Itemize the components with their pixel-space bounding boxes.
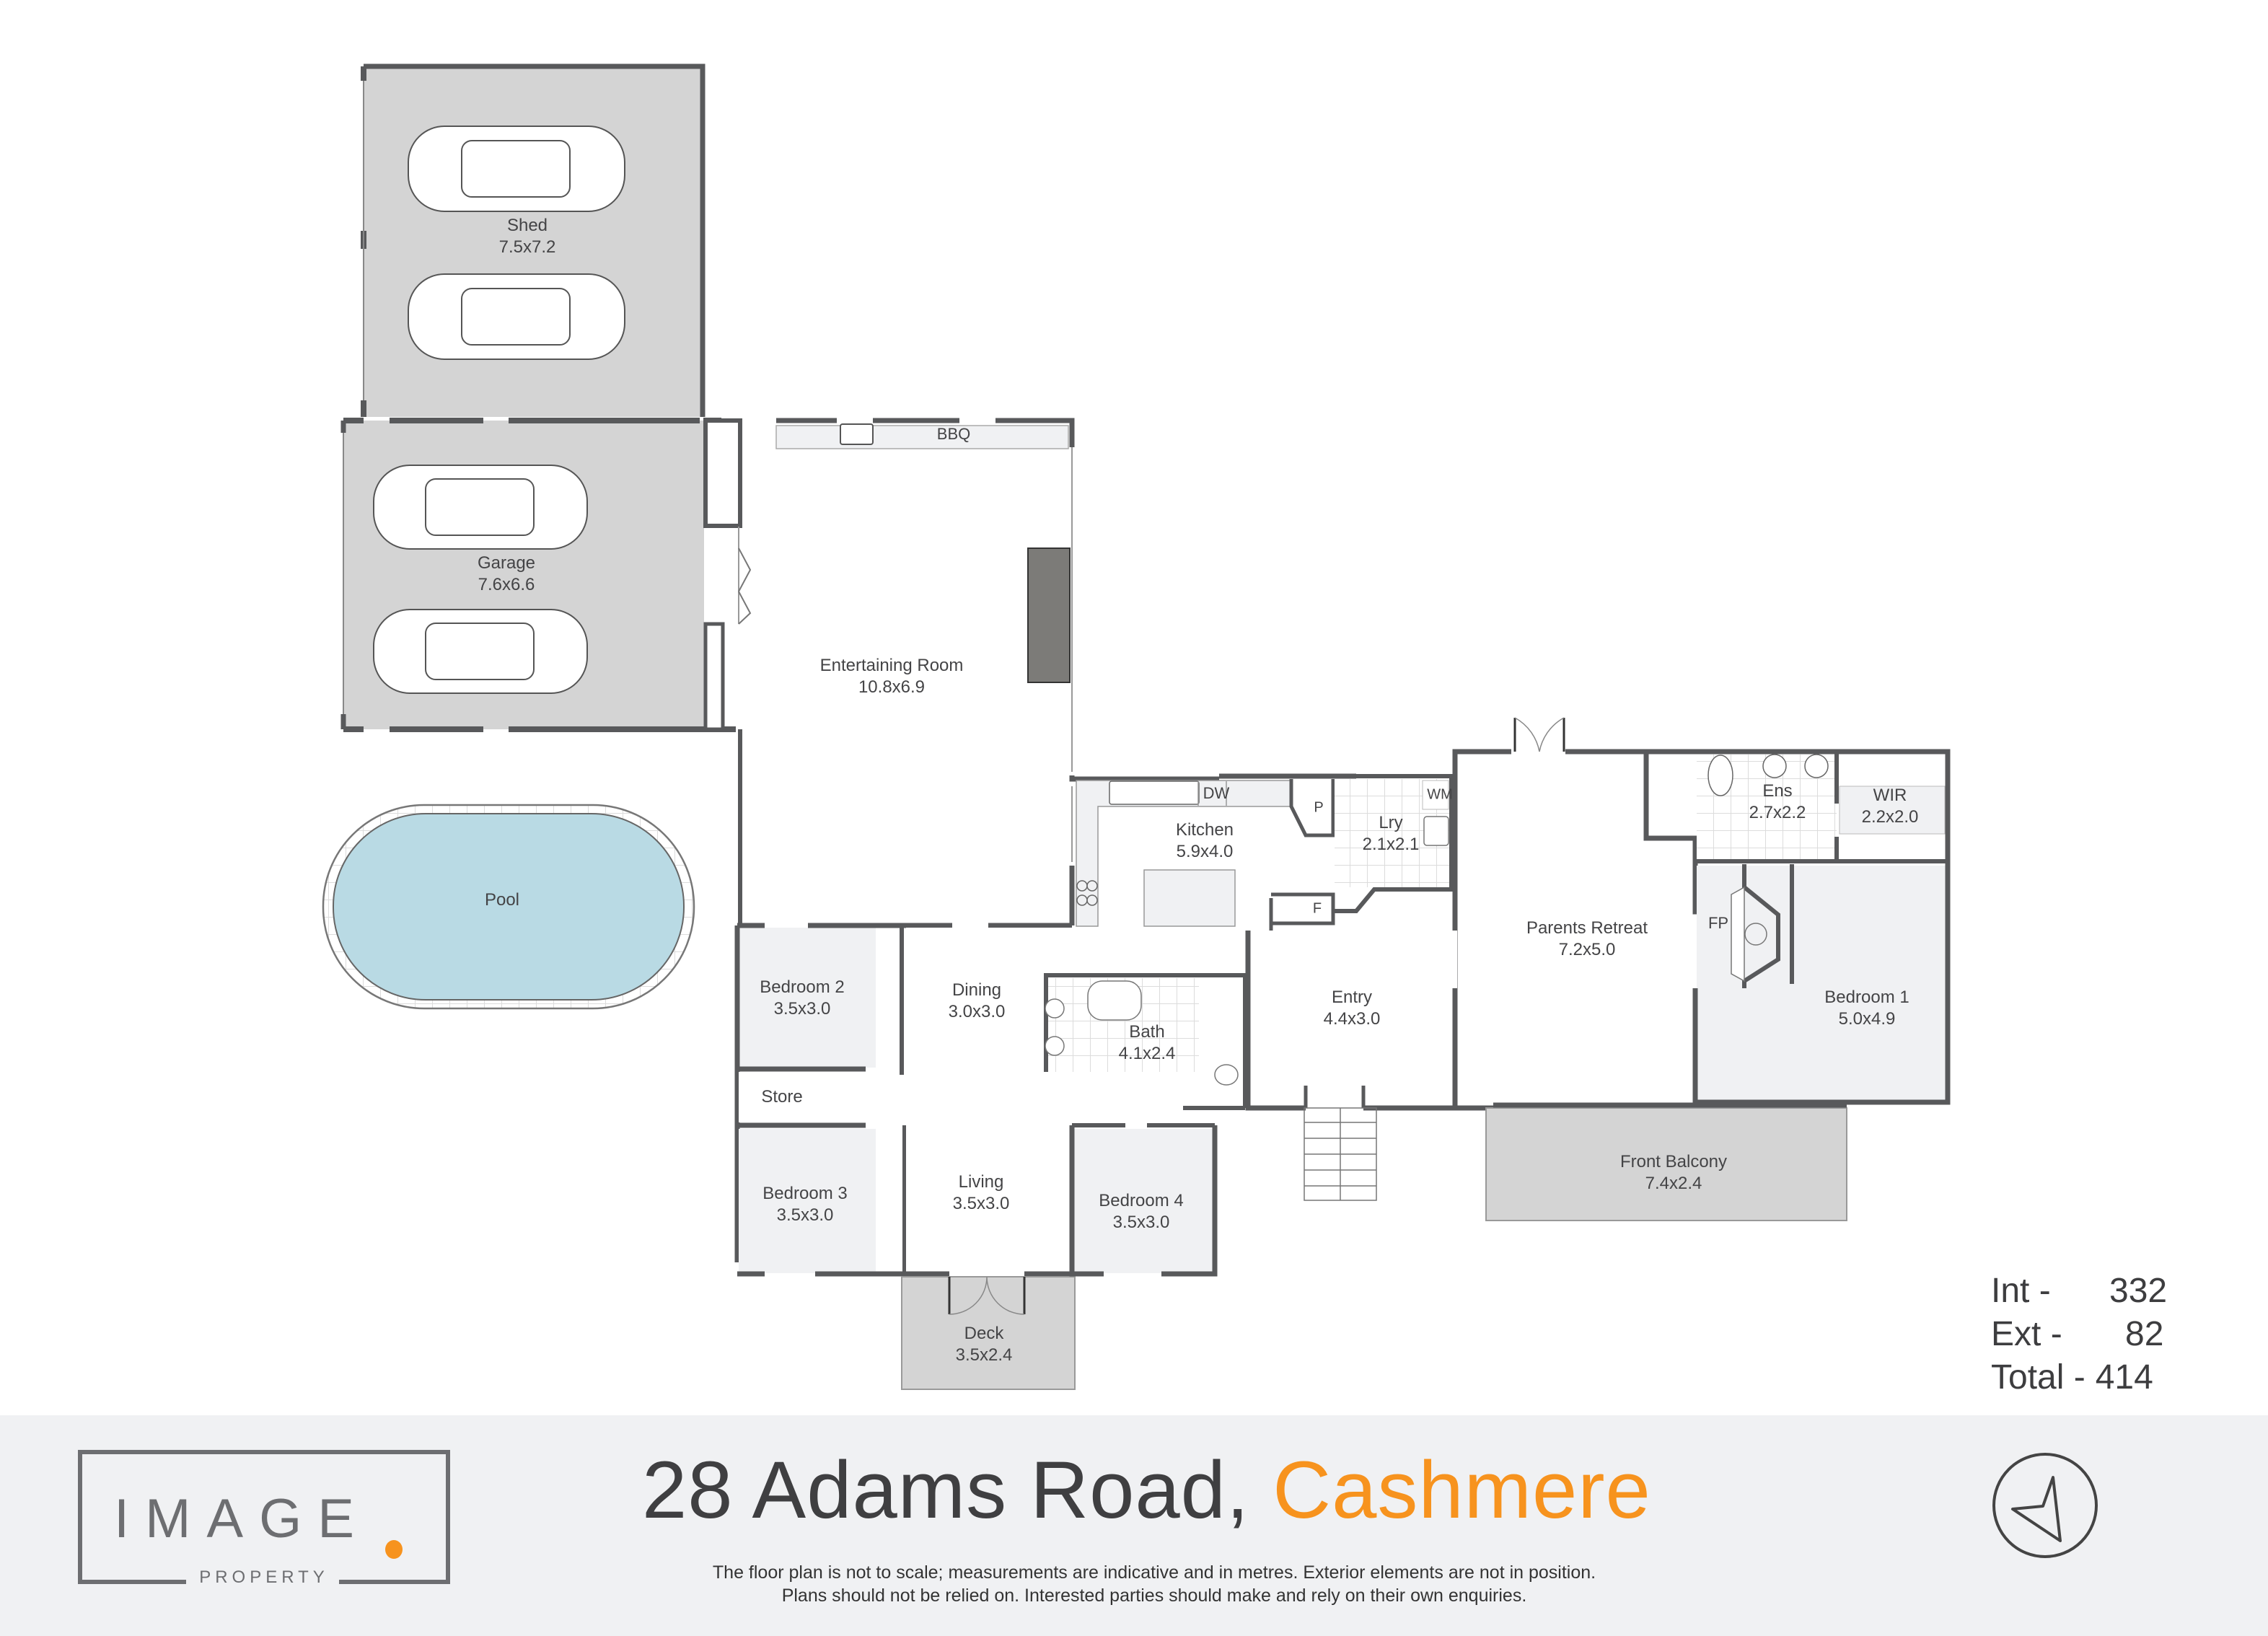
store-room — [737, 1072, 866, 1128]
fireplace-label: FP — [1707, 914, 1729, 932]
north-arrow-icon — [1992, 1453, 2098, 1558]
ensuite-room — [1646, 749, 1951, 863]
logo-frame-right-bottom — [339, 1580, 450, 1584]
property-address: 28 Adams Road, Cashmere — [642, 1440, 1651, 1541]
disclaimer-line-1: The floor plan is not to scale; measurem… — [712, 1562, 1596, 1583]
bbq-label: BBQ — [936, 425, 971, 443]
entry-room — [1245, 931, 1493, 1111]
logo-frame — [78, 1450, 450, 1581]
car-icon — [373, 126, 625, 694]
logo-dot-icon — [385, 1540, 403, 1559]
front-balcony — [1485, 1102, 1847, 1221]
logo-subtitle: PROPERTY — [199, 1567, 329, 1587]
total-area-value: 414 — [2095, 1358, 2153, 1397]
floor-plan — [322, 63, 1951, 1390]
suburb-name: Cashmere — [1273, 1445, 1651, 1535]
entertaining-room — [703, 418, 1075, 925]
deck — [901, 1276, 1076, 1390]
ext-area-label: Ext - — [1991, 1315, 2062, 1353]
bedroom-1-room — [1692, 862, 1951, 1105]
disclaimer-line-2: Plans should not be relied on. Intereste… — [781, 1586, 1527, 1606]
street-address: 28 Adams Road, — [642, 1445, 1250, 1535]
logo-frame-left-bottom — [78, 1580, 186, 1584]
int-area-label: Int - — [1991, 1272, 2051, 1310]
ext-area-value: 82 — [2125, 1315, 2164, 1353]
dishwasher-label: DW — [1203, 784, 1230, 802]
bedroom-4-room — [1069, 1123, 1218, 1277]
room-label-pool: Pool — [484, 890, 520, 910]
pool — [322, 804, 695, 1010]
washing-machine-label: WM — [1427, 786, 1453, 803]
total-area-label: Total - — [1991, 1358, 2085, 1397]
bath-room — [1044, 973, 1247, 1110]
laundry-room — [1335, 774, 1454, 913]
area-summary: Int - 332 Ext - 82 Total - 414 — [1991, 1270, 2167, 1399]
fridge-label: F — [1312, 900, 1322, 917]
agency-logo: IMAGE PROPERTY — [78, 1450, 450, 1587]
bedroom-2-room — [734, 923, 1072, 1262]
int-area-value: 332 — [2109, 1272, 2168, 1310]
bedroom-3-room — [737, 1125, 907, 1277]
disclaimer: The floor plan is not to scale; measurem… — [635, 1561, 1674, 1607]
logo-wordmark: IMAGE — [114, 1488, 370, 1549]
stairs — [1304, 1107, 1377, 1201]
wir-room — [1839, 786, 1946, 835]
room-label-store: Store — [761, 1087, 803, 1107]
pantry-label: P — [1314, 799, 1324, 816]
